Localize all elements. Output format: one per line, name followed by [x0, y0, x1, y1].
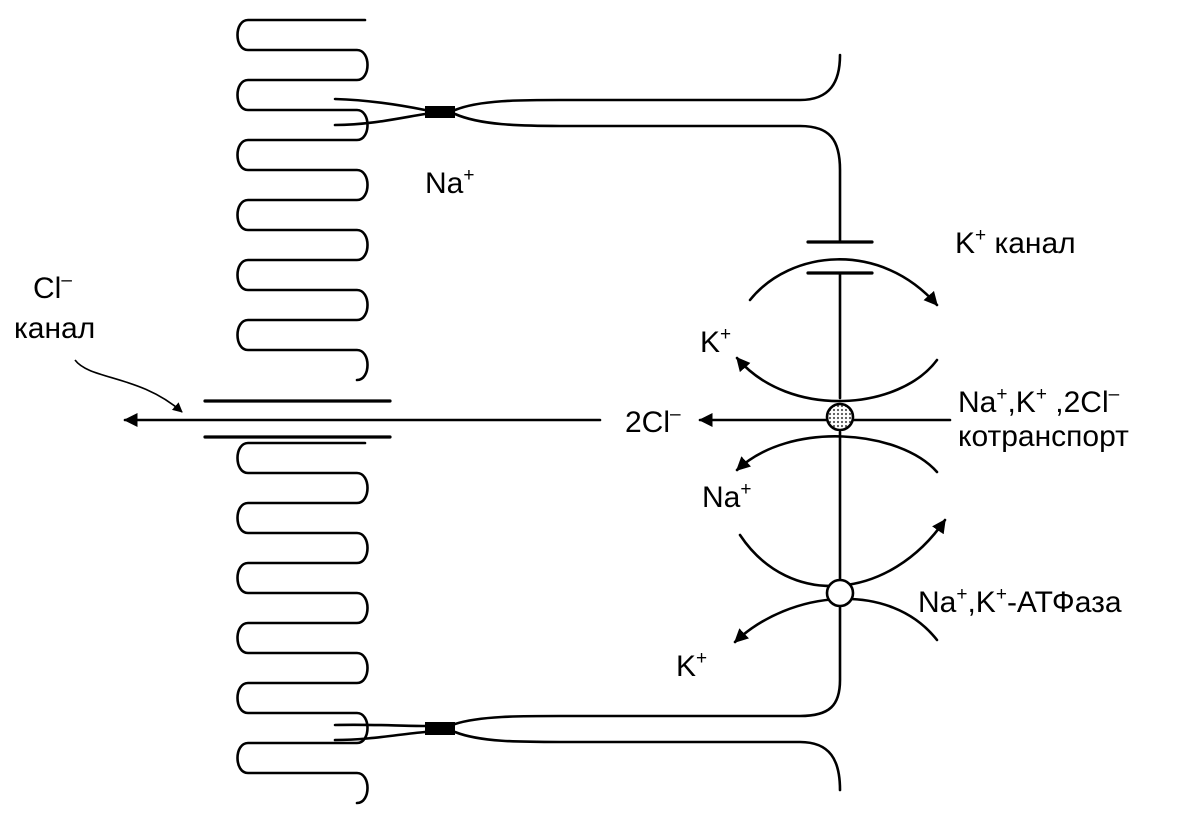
- atpase-pump-icon: [825, 578, 855, 608]
- label-cl-channel-line1: Cl–: [33, 270, 72, 305]
- label-cotransport-line1: Na+,K+ ,2Cl–: [958, 384, 1120, 419]
- basolateral-membrane: [453, 272, 842, 726]
- cl-channel-pointer: [74, 359, 183, 413]
- bottom-junction-left: [333, 723, 427, 742]
- tight-junction-bottom: [425, 722, 455, 735]
- k-cotransport-arrow: [735, 356, 939, 403]
- tight-junction-top: [425, 106, 455, 118]
- upper-cell-membrane: [333, 53, 842, 112]
- cell-membrane-top-lower: [333, 112, 842, 242]
- atpase-na-arrow: [738, 518, 947, 588]
- label-cotransport-line2: котранспорт: [958, 420, 1129, 453]
- microvilli-lower: [236, 441, 369, 805]
- label-atpase: Na+,K+-АТФаза: [918, 584, 1122, 619]
- label-k-channel: K+ канал: [955, 225, 1076, 260]
- na-cotransport-arrow: [735, 435, 939, 474]
- label-k-bottom: K+: [676, 648, 707, 683]
- label-k-left: K+: [700, 324, 731, 359]
- microvilli-upper: [236, 18, 369, 382]
- cell-membrane-bottom-lower: [453, 730, 842, 792]
- label-na-top: Na+: [425, 165, 474, 200]
- microvilli-brush-border: [236, 18, 369, 805]
- k-channel-arrow: [748, 258, 939, 307]
- label-na-mid: Na+: [702, 479, 751, 514]
- label-cl-channel-line2: канал: [14, 312, 95, 345]
- label-2cl: 2Cl–: [625, 404, 681, 439]
- cotransporter-icon: [825, 402, 855, 432]
